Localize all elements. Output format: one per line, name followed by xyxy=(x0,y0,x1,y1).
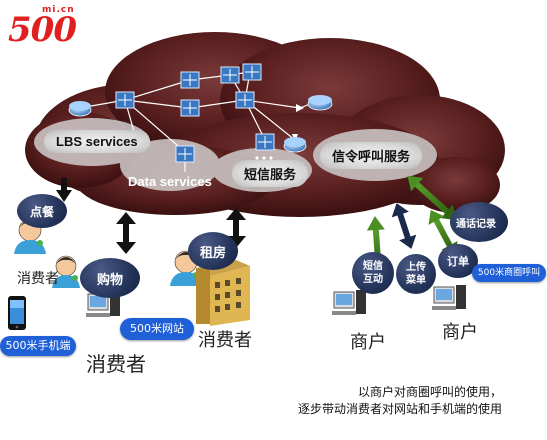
switch-icon xyxy=(255,133,275,151)
mobile-app-pill: 500米手机端 xyxy=(0,336,76,356)
person-icon xyxy=(52,255,80,288)
area-call-pill: 500米商圈呼叫 xyxy=(472,264,546,282)
upload-menu-line1: 上传 xyxy=(406,262,426,273)
shopping-label: 购物 xyxy=(96,272,123,288)
router-icon xyxy=(307,95,333,111)
consumer-caption-small: 消费者 xyxy=(17,271,59,287)
logo: mi.cn 500 xyxy=(4,2,90,50)
router-icon xyxy=(283,137,307,153)
merchant-caption-2: 商户 xyxy=(442,322,478,343)
server-icon xyxy=(86,292,120,317)
router-icon xyxy=(68,101,92,117)
server-icon xyxy=(432,285,466,310)
upload-menu-bubble: 上传 菜单 xyxy=(396,254,436,294)
logo-digits: 500 xyxy=(8,10,77,50)
shopping-bubble: 购物 xyxy=(80,258,140,298)
website-pill: 500米网站 xyxy=(120,318,194,340)
call-records-label: 通话记录 xyxy=(456,218,496,230)
consumer-caption-mid: 消费者 xyxy=(198,330,252,351)
merchant-caption-1: 商户 xyxy=(350,332,386,353)
building-icon xyxy=(196,260,250,326)
sms-interaction-line1: 短信 xyxy=(363,261,383,272)
call-records-bubble: 通话记录 xyxy=(450,202,508,242)
consumer-caption-big: 消费者 xyxy=(86,352,146,376)
switch-icon xyxy=(180,99,200,117)
phone-icon xyxy=(8,296,26,330)
bottom-note: 以商户对商圈呼叫的使用， 逐步带动消费者对网站和手机端的使用 xyxy=(240,384,502,418)
switch-icon xyxy=(220,66,240,84)
signaling-service-label: 信令呼叫服务 xyxy=(320,142,423,169)
renting-bubble: 租房 xyxy=(188,232,238,270)
bottom-note-line1: 以商户对商圈呼叫的使用， xyxy=(357,385,502,399)
double-arrow-icon xyxy=(116,212,136,254)
renting-label: 租房 xyxy=(199,245,226,261)
ellipsis-dots-icon xyxy=(255,156,273,160)
sms-service-label: 短信服务 xyxy=(232,160,309,187)
bottom-note-line2: 逐步带动消费者对网站和手机端的使用 xyxy=(297,402,502,416)
navy-double-arrow-icon xyxy=(391,203,417,249)
switch-icon xyxy=(180,71,200,89)
order-food-label: 点餐 xyxy=(29,204,54,219)
logo-domain: mi.cn xyxy=(42,5,75,15)
sms-interaction-bubble: 短信 互动 xyxy=(352,252,394,294)
lbs-services-label: LBS services xyxy=(44,130,150,153)
sms-interaction-line2: 互动 xyxy=(363,274,383,285)
switch-icon xyxy=(175,145,195,163)
data-services-label: Data services xyxy=(128,174,212,189)
switch-icon xyxy=(242,63,262,81)
down-arrow-icon xyxy=(56,178,72,202)
upload-menu-line2: 菜单 xyxy=(406,275,426,286)
server-icon xyxy=(332,290,366,315)
switch-icon xyxy=(235,91,255,109)
switch-icon xyxy=(115,91,135,109)
order-label: 订单 xyxy=(447,255,469,268)
order-bubble: 订单 xyxy=(438,244,478,278)
order-food-bubble: 点餐 xyxy=(17,194,67,228)
